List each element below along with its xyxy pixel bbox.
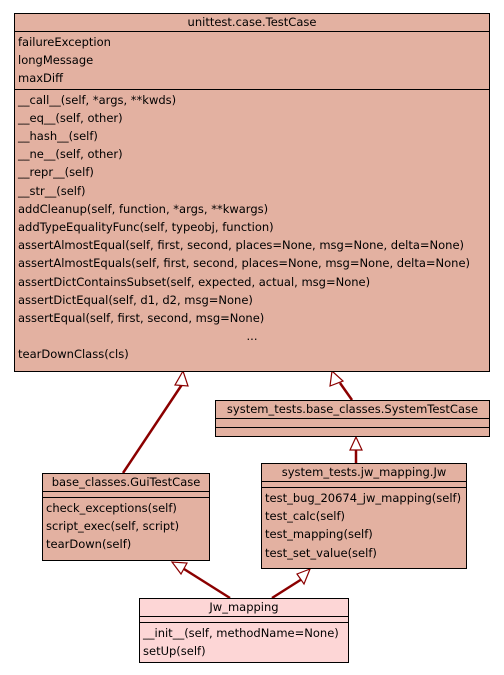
class-systemtestcase[interactable]: system_tests.base_classes.SystemTestCase (215, 400, 490, 437)
method: addTypeEqualityFunc(self, typeobj, funct… (18, 220, 274, 235)
method: assertDictContainsSubset(self, expected,… (18, 274, 371, 289)
attributes-section (43, 492, 209, 498)
class-title: system_tests.base_classes.SystemTestCase (216, 401, 489, 419)
methods-section: test_bug_20674_jw_mapping(self) test_cal… (262, 488, 466, 563)
attributes-section (262, 482, 466, 488)
arrowhead-testcase-left (174, 369, 189, 387)
arrowhead-systemtestcase (349, 435, 363, 451)
attribute: failureException (18, 35, 111, 49)
attribute: maxDiff (18, 71, 64, 86)
arrowhead-guitestcase (170, 561, 188, 576)
edge-guitestcase-to-testcase (121, 382, 185, 474)
methods-section: __call__(self, *args, **kwds) __eq__(sel… (15, 90, 489, 365)
method: __repr__(self) (18, 165, 94, 180)
method-ellipsis: ... (246, 329, 258, 344)
methods-section (216, 428, 489, 433)
arrowhead-testcase-right (329, 369, 345, 387)
method: setUp(self) (143, 644, 206, 659)
attributes-section: failureException longMessage maxDiff (15, 32, 489, 90)
edge-systemtestcase-to-testcase (338, 382, 354, 401)
attribute: longMessage (18, 53, 94, 68)
method: test_calc(self) (265, 509, 346, 524)
method: addCleanup(self, function, *args, **kwar… (18, 201, 269, 216)
attributes-section (140, 617, 348, 623)
class-testcase[interactable]: unittest.case.TestCase failureException … (14, 13, 490, 372)
method: test_mapping(self) (265, 527, 373, 542)
method: script_exec(self, script) (46, 519, 180, 534)
method: test_set_value(self) (265, 545, 377, 560)
method: assertDictEqual(self, d1, d2, msg=None) (18, 292, 253, 307)
class-title: base_classes.GuiTestCase (43, 474, 209, 492)
edge-jwmapping-to-jw (271, 577, 303, 600)
method: __init__(self, methodName=None) (143, 626, 339, 640)
method: tearDown(self) (46, 537, 132, 552)
method: tearDownClass(cls) (18, 347, 129, 362)
attributes-section (216, 419, 489, 428)
method: check_exceptions(self) (46, 501, 177, 515)
method: assertEqual(self, first, second, msg=Non… (18, 311, 265, 326)
edge-jwmapping-to-guitestcase (183, 567, 231, 600)
method: __call__(self, *args, **kwds) (18, 92, 177, 107)
methods-section: check_exceptions(self) script_exec(self,… (43, 498, 209, 555)
method: __hash__(self) (18, 129, 98, 144)
class-jw-mapping[interactable]: Jw_mapping __init__(self, methodName=Non… (139, 598, 349, 663)
methods-section: __init__(self, methodName=None) setUp(se… (140, 623, 348, 661)
method: test_bug_20674_jw_mapping(self) (265, 491, 462, 505)
method: assertAlmostEqual(self, first, second, p… (18, 238, 465, 253)
class-title: system_tests.jw_mapping.Jw (262, 464, 466, 482)
method: __eq__(self, other) (18, 110, 123, 125)
method: __str__(self) (18, 183, 86, 198)
method: assertAlmostEquals(self, first, second, … (18, 256, 471, 271)
class-title: Jw_mapping (140, 599, 348, 617)
method: __ne__(self, other) (18, 147, 123, 162)
class-title: unittest.case.TestCase (15, 14, 489, 32)
class-jw[interactable]: system_tests.jw_mapping.Jw test_bug_2067… (261, 463, 467, 569)
arrowhead-jw (296, 567, 312, 586)
class-guitestcase[interactable]: base_classes.GuiTestCase check_exception… (42, 473, 210, 561)
